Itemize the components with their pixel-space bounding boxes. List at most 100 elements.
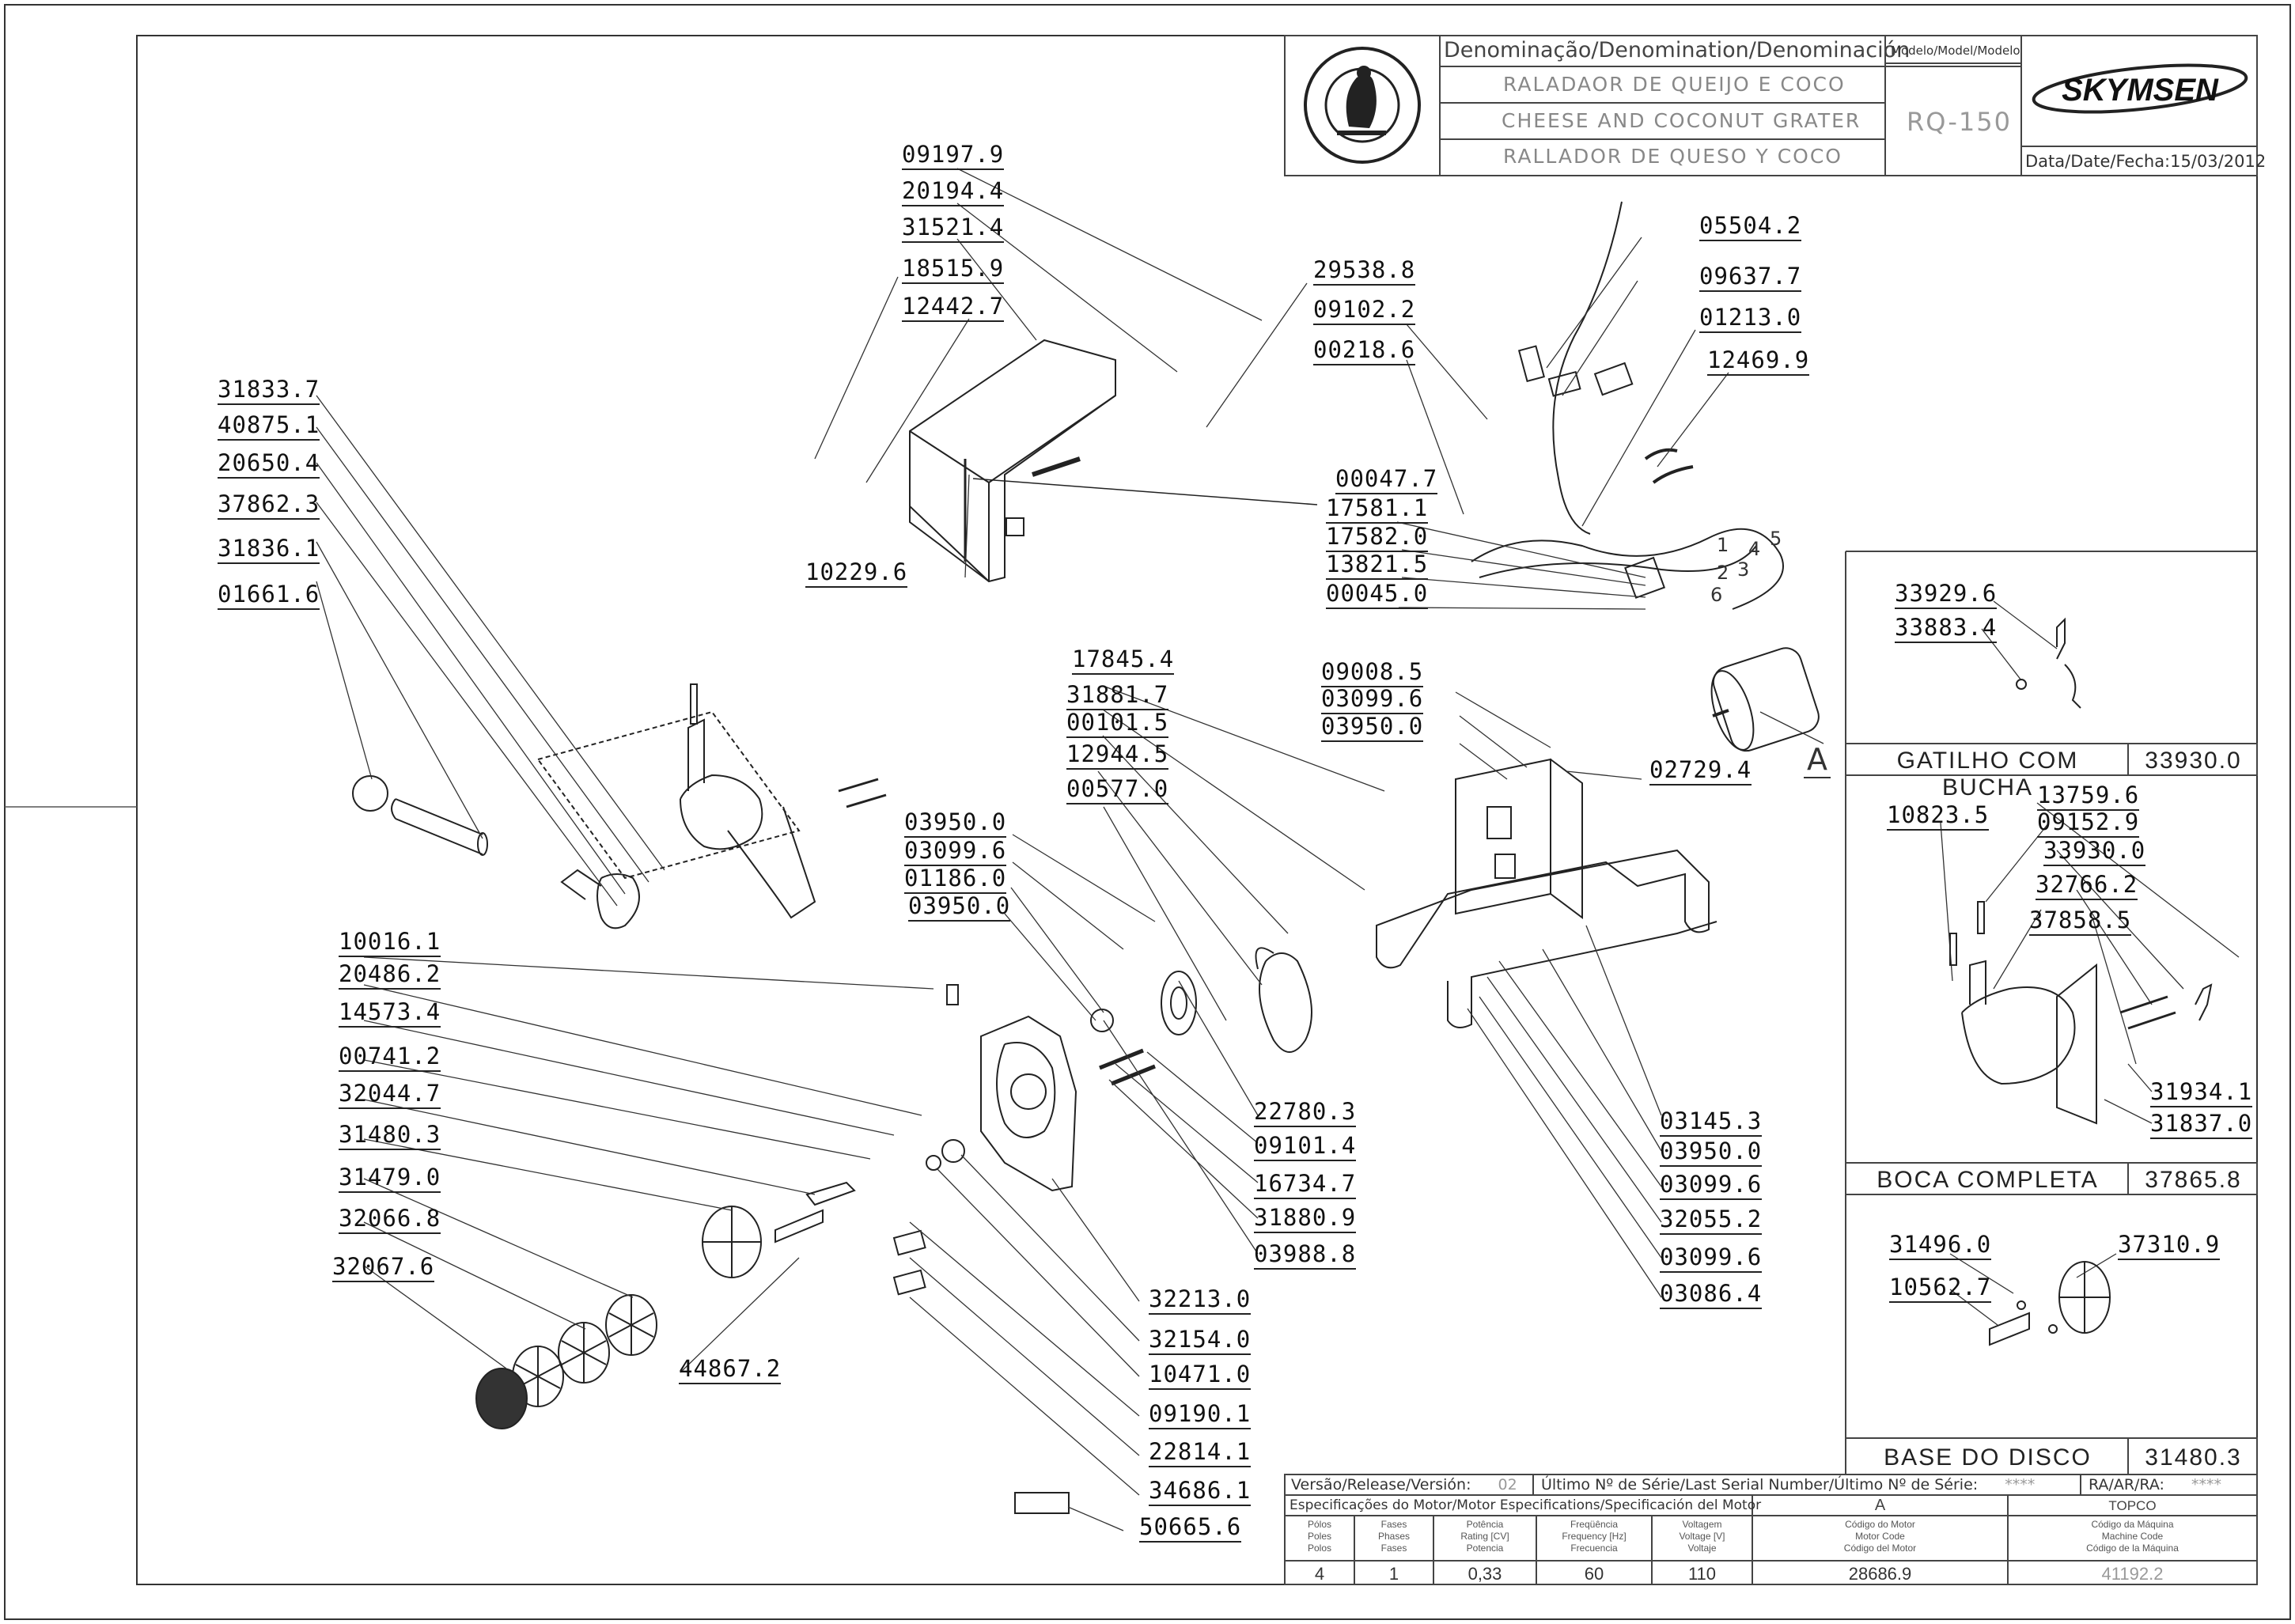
gatilho-code: 33930.0: [2145, 748, 2242, 774]
outer-frame: [4, 4, 2291, 1620]
part-label: 16734.7: [1254, 1172, 1357, 1199]
ra-label: RA/AR/RA: ****: [2089, 1476, 2221, 1493]
part-label: 03099.6: [904, 838, 1007, 866]
part-label: 00047.7: [1335, 467, 1438, 494]
inset-part-label: 10823.5: [1887, 803, 1990, 831]
part-label: 14573.4: [339, 1000, 441, 1028]
phases-header-es: Fases: [1380, 1543, 1407, 1554]
part-label: 32066.8: [339, 1206, 441, 1234]
part-label: 03950.0: [1321, 714, 1424, 742]
inset-part-label: 33929.6: [1895, 581, 1998, 609]
machine-code-header-es: Código de la Máquina: [2086, 1543, 2179, 1554]
part-label: 32044.7: [339, 1081, 441, 1109]
part-label: 09008.5: [1321, 660, 1424, 687]
part-label: 09102.2: [1313, 297, 1416, 325]
part-label: 50665.6: [1139, 1515, 1242, 1543]
poles-header-pt: Pólos: [1307, 1519, 1332, 1530]
inset-part-label: 37310.9: [2118, 1232, 2221, 1260]
frequency-value: 60: [1584, 1564, 1604, 1584]
part-label: 03099.6: [1660, 1245, 1763, 1273]
inset-part-label: 31837.0: [2150, 1111, 2253, 1139]
brand-text: SKYMSEN: [2062, 73, 2219, 108]
part-label: 02729.4: [1649, 758, 1752, 786]
part-label: 03950.0: [1660, 1139, 1763, 1167]
part-label: 03950.0: [908, 894, 1011, 922]
frequency-header-pt: Freqüência: [1570, 1519, 1619, 1530]
part-label: 20194.4: [902, 179, 1005, 206]
part-label: 03099.6: [1321, 687, 1424, 714]
part-label: 22814.1: [1149, 1440, 1252, 1467]
part-label: 00045.0: [1326, 581, 1429, 609]
inset-part-label: 13759.6: [2037, 783, 2140, 811]
part-label: 01661.6: [218, 582, 320, 610]
part-label: 10471.0: [1149, 1362, 1252, 1390]
motor-code-header-pt: Código do Motor: [1845, 1519, 1915, 1530]
wire-number: 1: [1717, 534, 1729, 556]
part-label: 17582.0: [1326, 524, 1429, 552]
frequency-header-es: Frecuencia: [1570, 1543, 1618, 1554]
wire-number: 5: [1770, 528, 1782, 550]
housing-assembly: [805, 947, 1312, 1206]
inset-frames: [1845, 551, 2258, 1475]
machine-code-header: Código da Máquina Machine Code Código de…: [2008, 1519, 2257, 1554]
inset-part-label: 37858.5: [2029, 908, 2132, 936]
part-label: 01186.0: [904, 866, 1007, 894]
motor-spec-letter: A: [1874, 1497, 1886, 1514]
power-value: 0,33: [1468, 1564, 1502, 1584]
part-label: 40875.1: [218, 413, 320, 441]
part-label: 31880.9: [1254, 1206, 1357, 1233]
part-label: 32067.6: [332, 1255, 435, 1282]
motor-code-value: 28686.9: [1848, 1564, 1912, 1584]
poles-value: 4: [1314, 1564, 1325, 1584]
labels-decals: [892, 1229, 1070, 1514]
ra-value: ****: [2191, 1476, 2221, 1493]
product-name-pt: RALADAOR DE QUEIJO E COCO: [1503, 73, 1846, 96]
base-code: 31480.3: [2145, 1444, 2242, 1471]
machine-code-header-en: Machine Code: [2101, 1531, 2164, 1542]
authorized-service-seal: [1304, 47, 1421, 164]
product-name-en: CHEESE AND COCONUT GRATER: [1502, 109, 1861, 132]
part-label: 00101.5: [1066, 710, 1169, 738]
part-label: 17845.4: [1072, 647, 1175, 675]
manufacturer: TOPCO: [2108, 1498, 2157, 1513]
part-label: 37862.3: [218, 492, 320, 520]
motor-code-header-es: Código del Motor: [1843, 1543, 1917, 1554]
part-label: 09637.7: [1699, 264, 1802, 292]
frequency-header-en: Frequency [Hz]: [1562, 1531, 1627, 1542]
part-label: 31480.3: [339, 1122, 441, 1150]
power-header-en: Rating [CV]: [1460, 1531, 1509, 1542]
voltage-header-en: Voltage [V]: [1679, 1531, 1725, 1542]
part-label: 00218.6: [1313, 338, 1416, 365]
serial-label-text: Último Nº de Série/Last Serial Number/Úl…: [1541, 1476, 1979, 1493]
inset-part-label: 33930.0: [2043, 838, 2146, 866]
inset-part-label: 32766.2: [2036, 873, 2138, 900]
voltage-header: Voltagem Voltage [V] Voltaje: [1652, 1519, 1752, 1554]
discs: [475, 1206, 824, 1429]
motor-letter: A: [1804, 742, 1831, 778]
model-number: RQ-150: [1907, 107, 2012, 137]
part-label: 09101.4: [1254, 1134, 1357, 1161]
part-label: 29538.8: [1313, 258, 1416, 286]
part-label: 03145.3: [1660, 1109, 1763, 1137]
part-label: 44867.2: [679, 1357, 782, 1384]
pusher-assembly: [352, 683, 887, 929]
part-label: 31521.4: [902, 215, 1005, 243]
ra-label-text: RA/AR/RA:: [2089, 1476, 2164, 1493]
part-label: 03099.6: [1660, 1172, 1763, 1200]
frequency-header: Freqüência Frequency [Hz] Frecuencia: [1536, 1519, 1652, 1554]
skymsen-logo: SKYMSEN: [2032, 63, 2248, 114]
poles-header-es: Polos: [1307, 1543, 1332, 1554]
part-label: 20486.2: [339, 962, 441, 990]
part-label: 09197.9: [902, 142, 1005, 170]
part-label: 32055.2: [1660, 1207, 1763, 1235]
poles-header-en: Poles: [1307, 1531, 1332, 1542]
serial-value: ****: [2005, 1476, 2036, 1493]
motor-code-header-en: Motor Code: [1855, 1531, 1905, 1542]
motor-spec-label: Especificações do Motor/Motor Especifica…: [1290, 1497, 1762, 1513]
phases-header-en: Phases: [1377, 1531, 1411, 1542]
part-label: 13821.5: [1326, 552, 1429, 580]
poles-header: Pólos Poles Polos: [1285, 1519, 1354, 1554]
part-label: 32213.0: [1149, 1287, 1252, 1315]
wire-number: 2: [1717, 562, 1729, 584]
